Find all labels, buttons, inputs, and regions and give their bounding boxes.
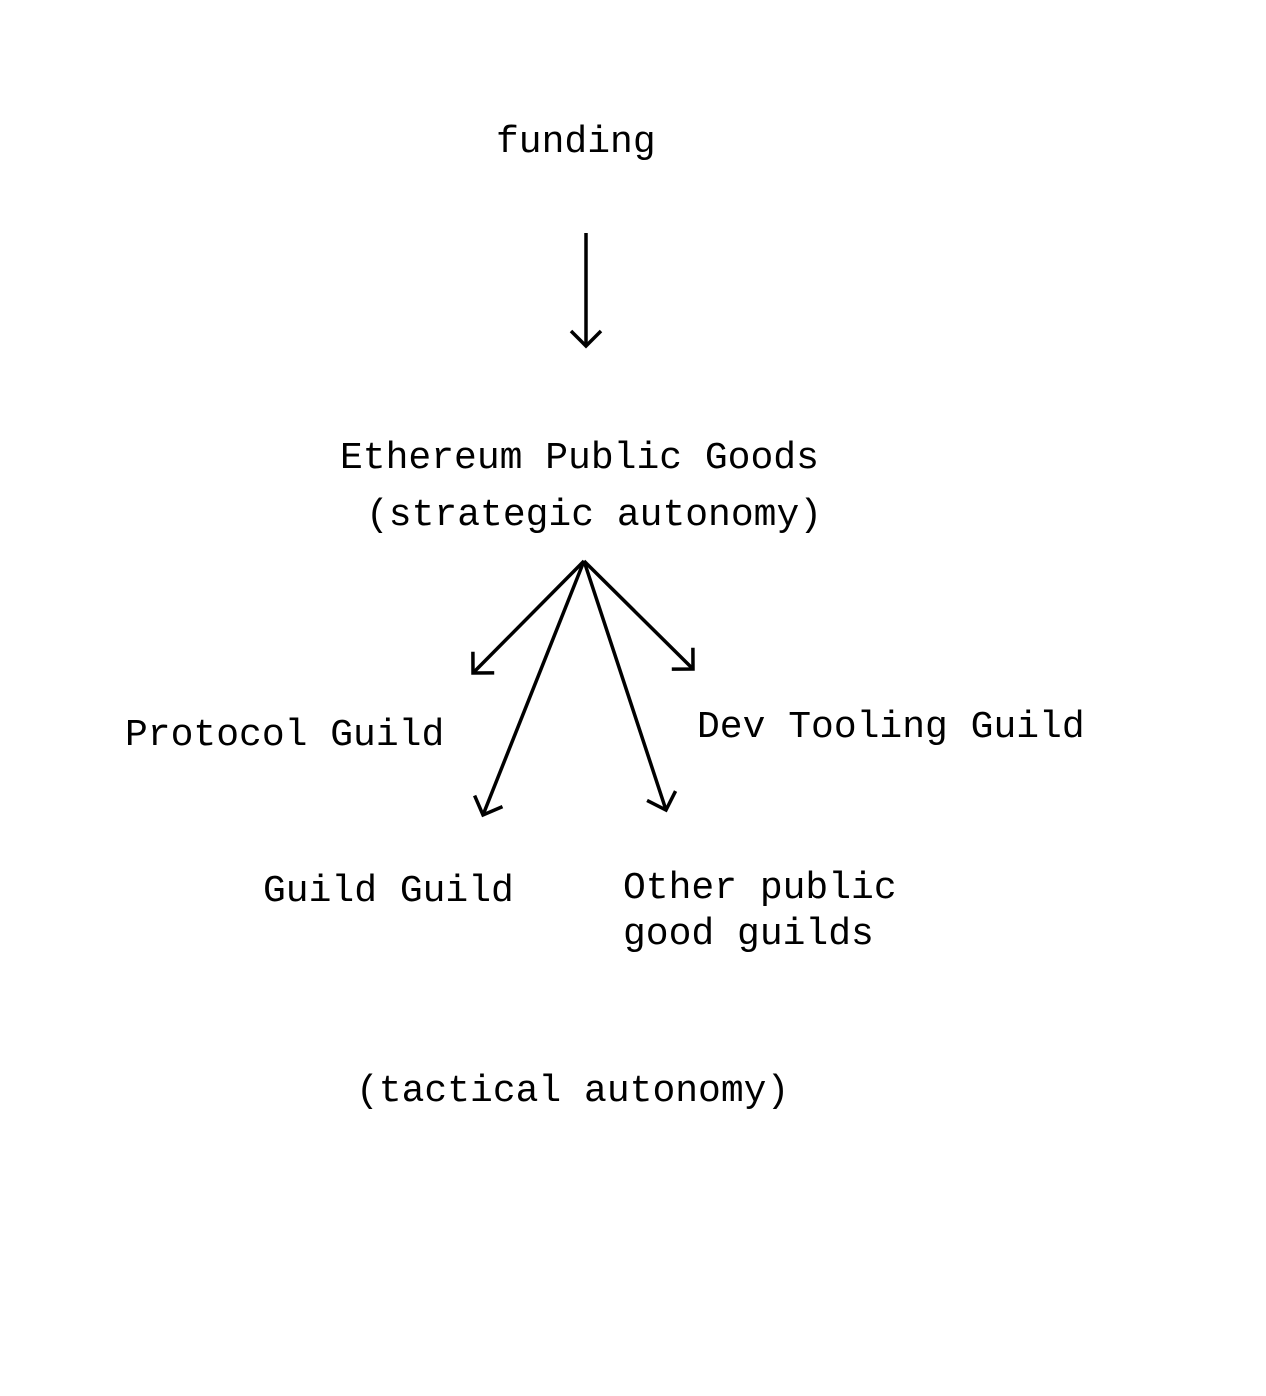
- node-dev-tooling-guild: Dev Tooling Guild: [697, 706, 1085, 749]
- arrow-hub-to-dev-tooling-guild: [582, 559, 695, 671]
- arrow-hub-to-other-guilds: [582, 560, 678, 813]
- arrow-hub-to-guild-guild: [472, 560, 586, 818]
- node-ethereum-public-goods-subtitle: (strategic autonomy): [366, 494, 823, 537]
- node-protocol-guild: Protocol Guild: [125, 714, 445, 757]
- node-ethereum-public-goods-title: Ethereum Public Goods: [340, 437, 819, 480]
- footer-tactical-autonomy: (tactical autonomy): [356, 1070, 790, 1113]
- arrow-hub-to-protocol-guild: [471, 559, 586, 675]
- other-guilds-line1: Other public: [623, 867, 897, 910]
- node-guild-guild: Guild Guild: [263, 870, 514, 913]
- node-funding: funding: [496, 121, 656, 164]
- other-guilds-line2: good guilds: [623, 913, 874, 956]
